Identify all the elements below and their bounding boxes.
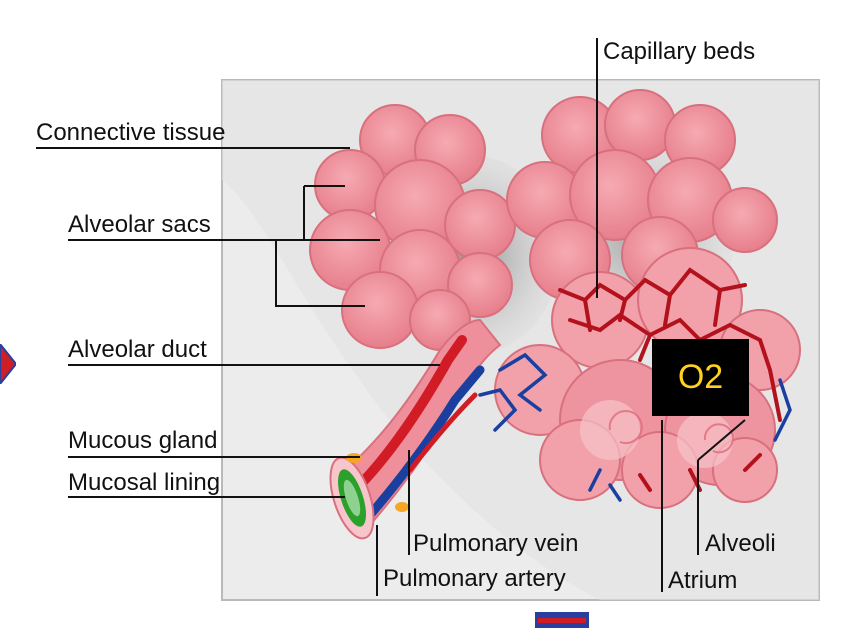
- o2-callout-text: O2: [678, 358, 723, 397]
- label-mucosal-lining: Mucosal lining: [68, 471, 220, 495]
- play-arrow-icon[interactable]: [0, 344, 16, 384]
- label-pulmonary-vein: Pulmonary vein: [413, 532, 578, 556]
- o2-callout: O2: [652, 339, 749, 416]
- slide-thumbnail-icon[interactable]: [535, 612, 589, 628]
- label-connective-tissue: Connective tissue: [36, 121, 225, 145]
- label-alveoli: Alveoli: [705, 532, 776, 556]
- label-atrium: Atrium: [668, 569, 737, 593]
- label-capillary-beds: Capillary beds: [603, 40, 755, 64]
- label-pulmonary-artery: Pulmonary artery: [383, 567, 566, 591]
- label-alveolar-sacs: Alveolar sacs: [68, 213, 211, 237]
- label-mucous-gland: Mucous gland: [68, 429, 217, 453]
- label-alveolar-duct: Alveolar duct: [68, 338, 207, 362]
